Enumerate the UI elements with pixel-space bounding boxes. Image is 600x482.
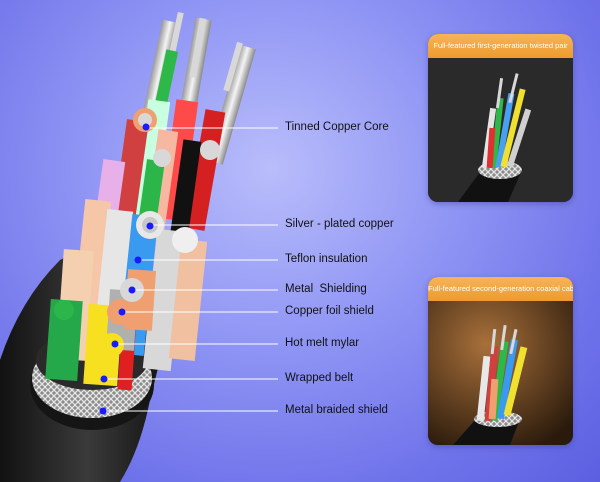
card-coaxial-cable: Full-featured second-generation coaxial … (428, 277, 573, 445)
marker-dot (146, 222, 154, 230)
card-title: Full-featured first-generation twisted p… (428, 34, 573, 58)
coaxial-cable-photo (428, 301, 573, 445)
marker-dot (134, 256, 142, 264)
label-teflon-insulation: Teflon insulation (285, 253, 368, 265)
marker-dot (100, 375, 108, 383)
label-metal-shielding: Metal Shielding (285, 283, 367, 295)
marker-dot (142, 123, 150, 131)
marker-dot (111, 340, 119, 348)
marker-dot (118, 308, 126, 316)
card-title: Full-featured second-generation coaxial … (428, 277, 573, 301)
twisted-pair-photo (428, 58, 573, 202)
label-silver-plated-copper: Silver - plated copper (285, 218, 394, 230)
label-metal-braided-shield: Metal braided shield (285, 404, 388, 416)
wire-bundle (45, 11, 256, 391)
label-tinned-copper-core: Tinned Copper Core (285, 121, 389, 133)
label-copper-foil-shield: Copper foil shield (285, 305, 374, 317)
card-twisted-pair: Full-featured first-generation twisted p… (428, 34, 573, 202)
label-wrapped-belt: Wrapped belt (285, 372, 354, 384)
label-hot-melt-mylar: Hot melt mylar (285, 337, 360, 349)
marker-dot (99, 407, 107, 415)
marker-dot (128, 286, 136, 294)
callout-leaders (99, 123, 278, 415)
